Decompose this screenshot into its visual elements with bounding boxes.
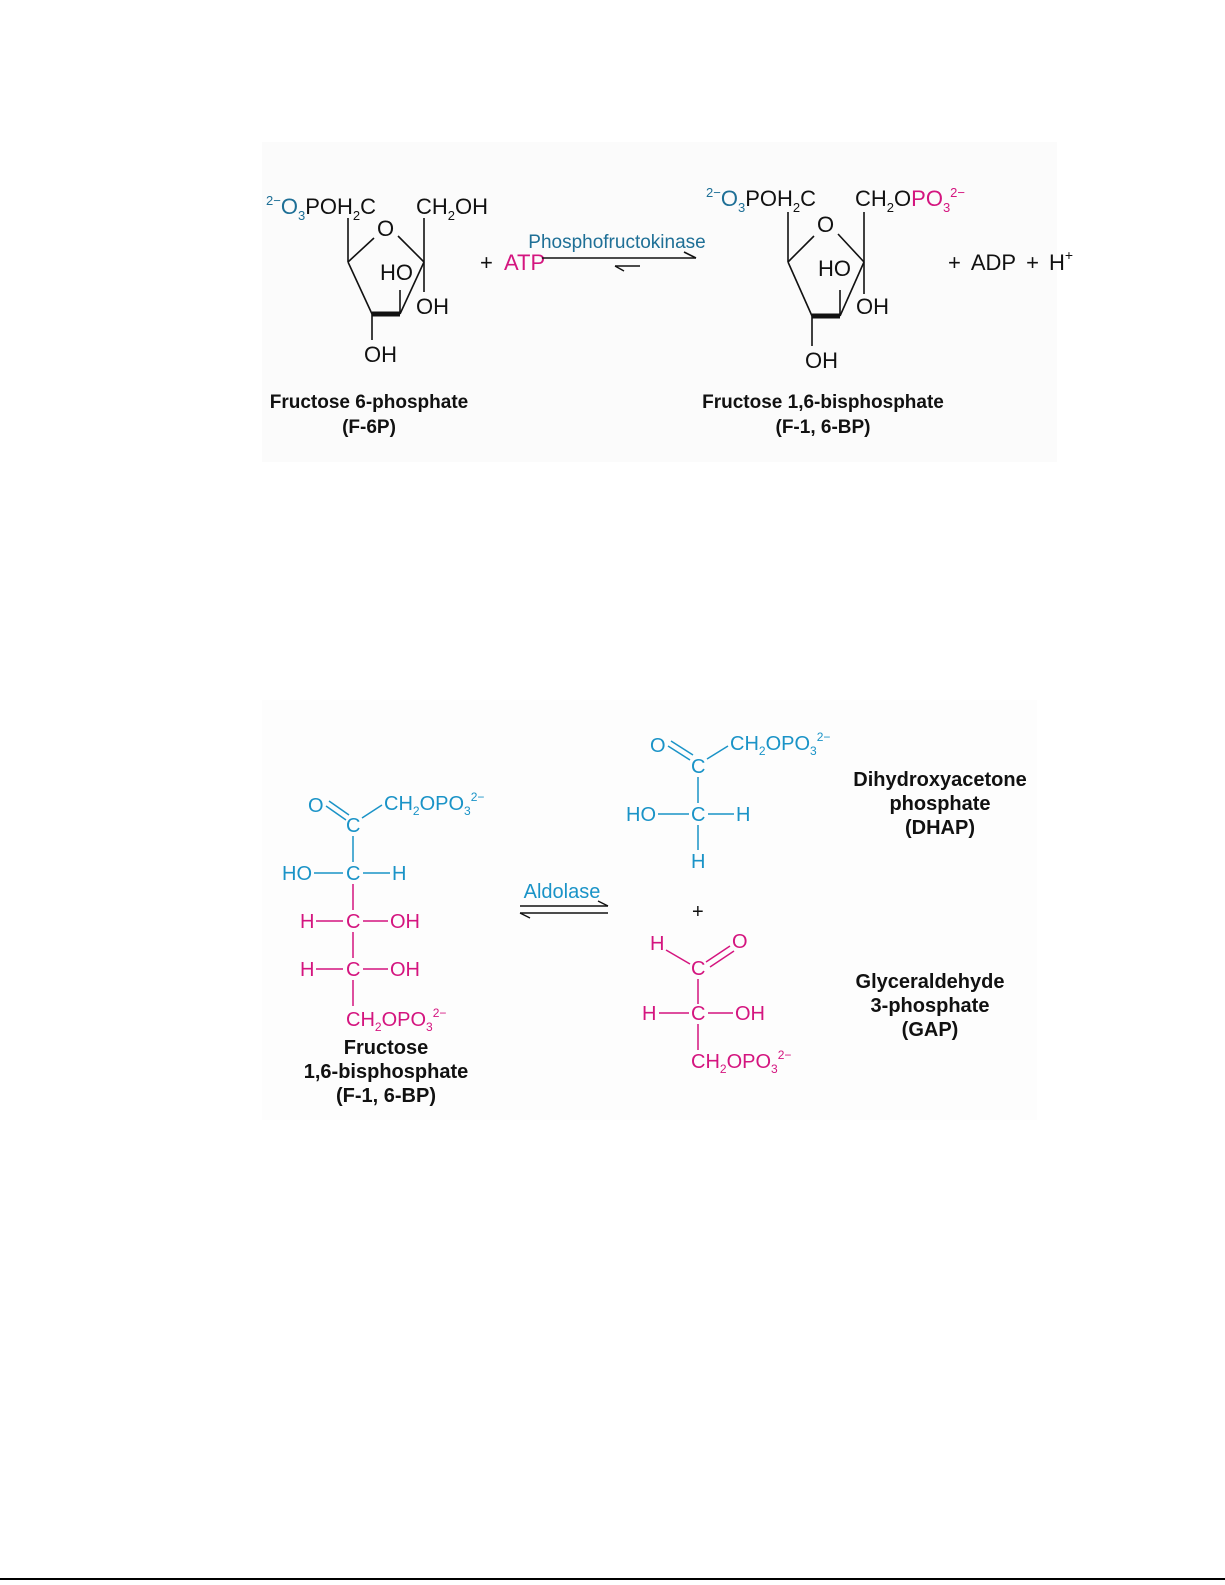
aldolase-arrow: Aldolase (519, 881, 609, 919)
fbp-c3-h: H (300, 911, 314, 933)
gap-name-line2: 3-phosphate (871, 995, 990, 1017)
fbp-linear-name-line3: (F-1, 6-BP) (336, 1085, 436, 1107)
fbp-c4-oh: OH (390, 959, 420, 981)
fbp-c1: C (346, 815, 360, 837)
aldolase-reverse-head (519, 912, 531, 919)
gap-aldehyde-h: H (650, 933, 664, 955)
f6p-oh-right: OH (416, 294, 449, 319)
fbp-ring-bond-left (787, 261, 813, 317)
products-tail: +ADP+H+ (948, 247, 1073, 275)
dhap-carbonyl-bond-b (670, 740, 694, 756)
page-bottom-rule (0, 1578, 1225, 1580)
products-plus: + (692, 901, 704, 923)
fbp-carbonyl-bond-a (325, 805, 347, 821)
reaction2: O C CH2OPO32− HO C H H C OH H C OH (282, 730, 1027, 1107)
f6p-ring-bond-o-left (347, 237, 375, 263)
aldolase-forward-head (597, 900, 609, 907)
fbp-carbonyl-bond-b (328, 800, 350, 816)
fbp-right-phosphate-group: CH2OPO32− (855, 185, 965, 215)
f6p-name: Fructose 6-phosphate (270, 392, 468, 413)
forward-arrow-head (683, 251, 697, 259)
fbp-ring-name: Fructose 1,6-bisphosphate (702, 392, 944, 413)
fbp-top-ch2opo3: CH2OPO32− (384, 790, 484, 818)
gap-carbonyl-bond-b (709, 950, 735, 968)
fbp-linear-name-line2: 1,6-bisphosphate (304, 1061, 468, 1083)
reaction1: 2−O3POH2C CH2OH O HO OH OH Fructose 6-ph… (266, 185, 1073, 438)
fbp-linear-structure: O C CH2OPO32− HO C H H C OH H C OH (282, 790, 484, 1034)
gap-c1: C (691, 958, 705, 980)
fbp-oh-bottom: OH (805, 348, 838, 373)
f6p-phosphate-group: 2−O3POH2C (266, 193, 376, 223)
dhap-carbonyl-bond-a (667, 745, 691, 761)
dhap-c1: C (691, 756, 705, 778)
f6p-ring-bond-right (399, 261, 425, 315)
f6p-structure: 2−O3POH2C CH2OH O HO OH OH (266, 193, 488, 367)
fbp-ring-bond-o-right (837, 233, 865, 263)
gap-structure: H C O H C OH CH2OPO32− (642, 931, 791, 1076)
gap-c2-h: H (642, 1003, 656, 1025)
reaction1-plus: + (480, 250, 493, 275)
dhap-oxygen: O (650, 735, 666, 757)
reaction2-panel (262, 700, 1037, 1120)
fbp-ring-oxygen: O (817, 212, 834, 237)
atp-label: ATP (504, 250, 545, 275)
gap-oxygen: O (732, 931, 748, 953)
gap-c2-oh: OH (735, 1003, 765, 1025)
gap-c1-h-bond (665, 949, 691, 965)
fbp-oh-right: OH (856, 294, 889, 319)
phosphofructokinase-label: Phosphofructokinase (528, 232, 705, 253)
gap-name-line3: (GAP) (902, 1019, 959, 1041)
dhap-h-bottom: H (691, 851, 705, 873)
dhap-name-line1: Dihydroxyacetone (853, 769, 1026, 791)
fbp-c3-oh: OH (390, 911, 420, 933)
dhap-name-line3: (DHAP) (905, 817, 975, 839)
f6p-ring-bond-left (347, 261, 373, 315)
fbp-ring-bond-o-left (787, 235, 815, 263)
reaction1-arrow: Phosphofructokinase (528, 232, 706, 272)
reaction1-panel (262, 142, 1057, 462)
gap-name-line1: Glyceraldehyde (856, 971, 1005, 993)
f6p-ring-oxygen: O (377, 216, 394, 241)
aldolase-label: Aldolase (524, 881, 601, 903)
dhap-ho: HO (626, 804, 656, 826)
gap-carbonyl-bond-a (705, 945, 731, 963)
fbp-ring-structure: 2−O3POH2C CH2OPO32− O HO OH OH (706, 185, 965, 373)
fbp-c1-oxygen: O (308, 795, 324, 817)
dhap-c2: C (691, 804, 705, 826)
gap-c2: C (691, 1003, 705, 1025)
fbp-left-phosphate-group: 2−O3POH2C (706, 185, 816, 215)
fbp-c4-h: H (300, 959, 314, 981)
f6p-ho: HO (380, 260, 413, 285)
fbp-c4: C (346, 959, 360, 981)
fbp-linear-name-line1: Fructose (344, 1037, 428, 1059)
dhap-h: H (736, 804, 750, 826)
f6p-abbr: (F-6P) (342, 417, 396, 438)
reverse-arrow-head (614, 265, 625, 272)
f6p-ring-bond-o-right (397, 235, 425, 263)
fbp-ho: HO (818, 256, 851, 281)
fbp-ring-bond-right (839, 261, 865, 317)
dhap-c1-ch2-bond (706, 745, 729, 760)
fbp-ring-abbr: (F-1, 6-BP) (776, 417, 871, 438)
f6p-oh-bottom: OH (364, 342, 397, 367)
dhap-structure: O C CH2OPO32− HO C H H (626, 730, 830, 873)
f6p-ch2oh-group: CH2OH (416, 194, 488, 223)
dhap-ch2opo3: CH2OPO32− (730, 730, 830, 758)
fbp-c1-ch2-bond (361, 804, 383, 819)
fbp-c3: C (346, 911, 360, 933)
fbp-c2: C (346, 863, 360, 885)
fbp-c2-h: H (392, 863, 406, 885)
dhap-name-line2: phosphate (889, 793, 990, 815)
fbp-bottom-ch2opo3: CH2OPO32− (346, 1006, 446, 1034)
fbp-c2-ho: HO (282, 863, 312, 885)
gap-ch2opo3: CH2OPO32− (691, 1048, 791, 1076)
